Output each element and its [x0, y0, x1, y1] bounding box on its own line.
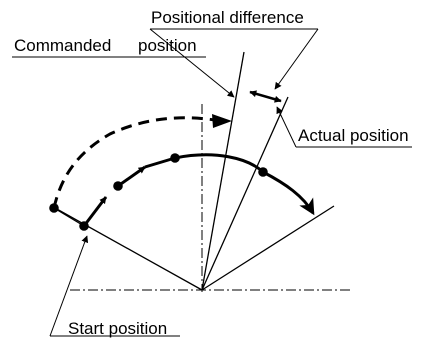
actual-path-arc	[174, 153, 265, 174]
commanded-radius-line	[201, 51, 245, 291]
actual-position-leader	[276, 106, 297, 148]
actual-path-segment-1	[82, 196, 108, 227]
actual-path-segment-2	[117, 165, 146, 188]
actual-radius-line	[201, 96, 289, 291]
actual-path-segment-3	[144, 156, 176, 169]
positional-difference-label: Positional difference	[151, 8, 304, 27]
actual-path-continuation	[262, 170, 315, 216]
start-radius-line	[54, 207, 203, 291]
actual-position-label: Actual position	[298, 126, 409, 145]
commanded-position-label: position	[138, 36, 197, 55]
start-position-label: Start position	[68, 319, 167, 338]
positional-difference-leader-right	[274, 28, 319, 90]
positional-difference-arrow	[249, 90, 282, 103]
commanded-path-arrowhead	[212, 114, 232, 128]
commanded-label: Commanded	[14, 36, 111, 55]
actual-path-dot-1	[113, 181, 123, 191]
start-offset-segment	[53, 207, 85, 227]
start-actual-dot	[79, 221, 89, 231]
start-position-leader	[49, 235, 89, 337]
commanded-path-dashed	[52, 116, 216, 209]
end-radius-line	[201, 205, 335, 291]
positional-difference-leader-left	[149, 28, 235, 98]
actual-path-dot-3	[258, 167, 268, 177]
actual-path-dot-2	[170, 153, 180, 163]
start-commanded-dot	[49, 203, 59, 213]
